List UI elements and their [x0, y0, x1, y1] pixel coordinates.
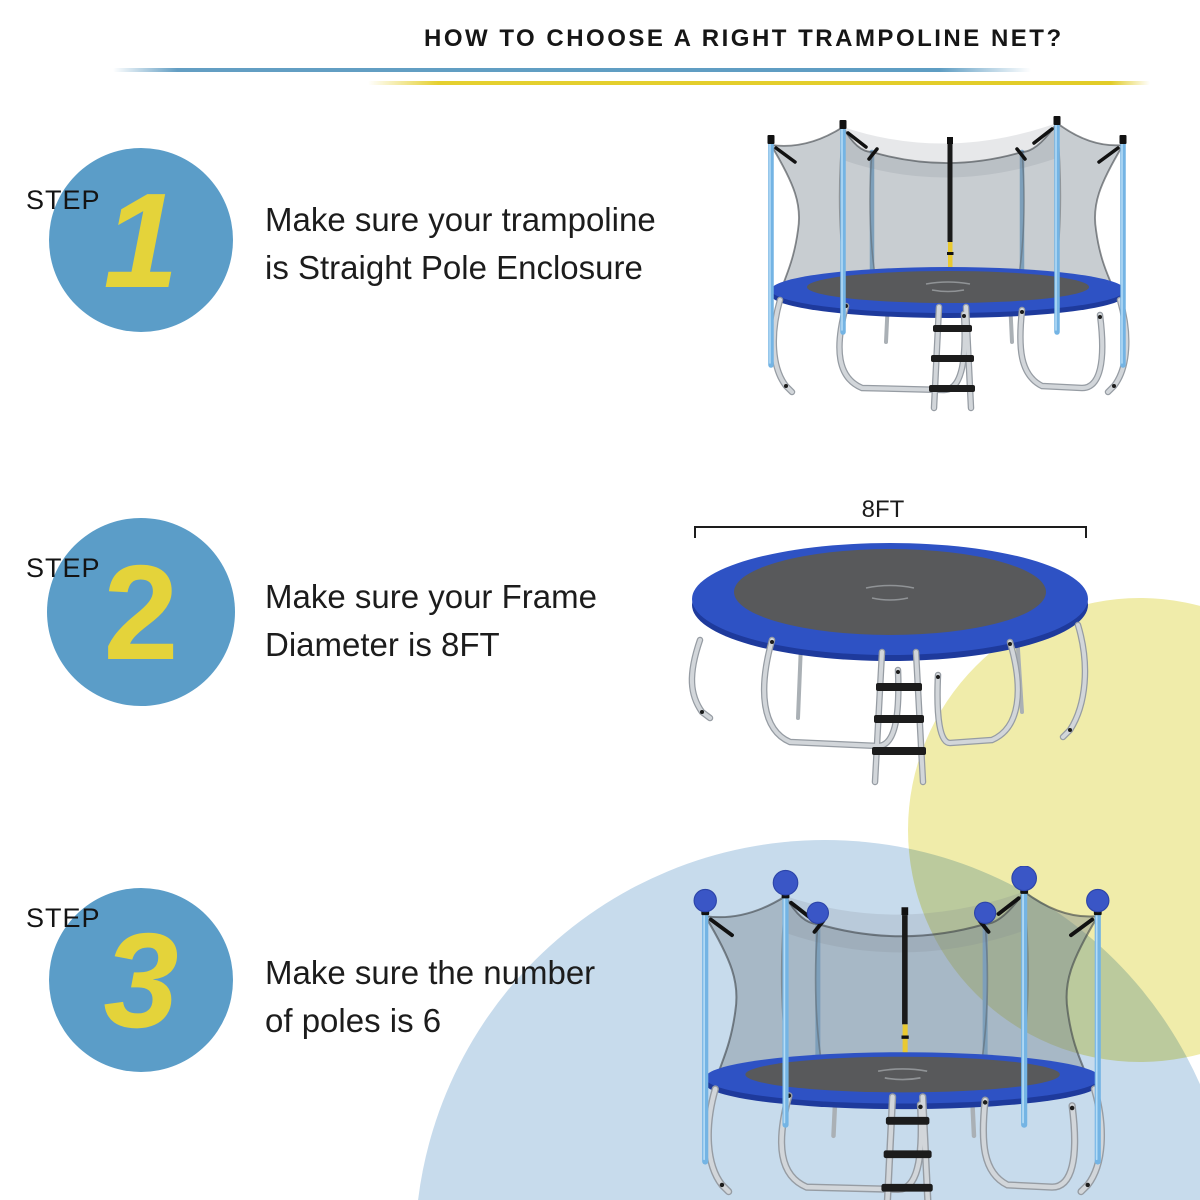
step2-text-line2: Diameter is 8FT [265, 626, 500, 663]
step2-number: 2 [103, 536, 179, 688]
step3-text: Make sure the number of poles is 6 [265, 949, 595, 1045]
accent-line-yellow [368, 81, 1150, 85]
accent-line-blue [113, 68, 1031, 72]
step1-number: 1 [103, 164, 179, 316]
step2-text-line1: Make sure your Frame [265, 578, 597, 615]
dimension-line [694, 526, 1087, 528]
trampoline-straight-pole-illustration [720, 100, 1200, 430]
step2-text: Make sure your Frame Diameter is 8FT [265, 573, 597, 669]
step3-text-line1: Make sure the number [265, 954, 596, 991]
step1-label: STEP [26, 185, 101, 215]
step3-number: 3 [103, 904, 179, 1056]
step1-circle [49, 148, 233, 332]
trampoline-6-poles-illustration [648, 866, 1184, 1200]
dimension-tick-right [1085, 526, 1087, 538]
trampoline-8ft-frame-illustration [650, 490, 1200, 790]
step2-circle [47, 518, 235, 706]
step3-text-line2: of poles is 6 [265, 1002, 442, 1039]
pole-cap-dots [693, 866, 1110, 924]
step3-label: STEP [26, 903, 101, 933]
step1-text-line2: is Straight Pole Enclosure [265, 249, 643, 286]
step1-text-line1: Make sure your trampoline [265, 201, 656, 238]
step3-circle [49, 888, 233, 1072]
step1-text: Make sure your trampoline is Straight Po… [265, 196, 656, 292]
dimension-tick-left [694, 526, 696, 538]
dimension-label: 8FT [861, 496, 905, 523]
page-title: HOW TO CHOOSE A RIGHT TRAMPOLINE NET? [424, 25, 1064, 52]
step2-label: STEP [26, 553, 101, 583]
